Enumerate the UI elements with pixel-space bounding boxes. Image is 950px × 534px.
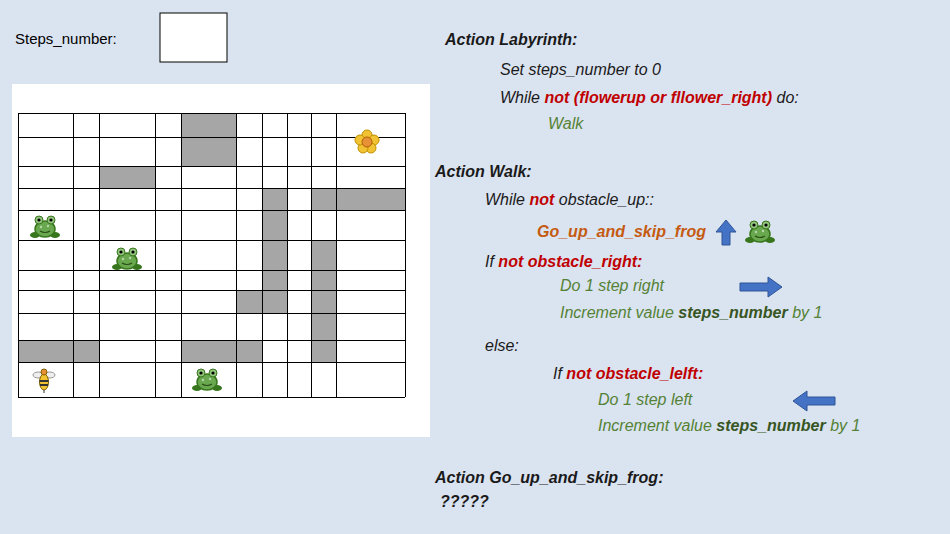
bee-icon [33, 369, 55, 393]
code-text: not (flowerup or fllower_right) [544, 89, 772, 106]
code-text: Increment value [598, 417, 712, 434]
code-line: Increment valuesteps_number by 1 [560, 303, 822, 323]
frog-icon [192, 369, 222, 391]
code-line: Ifnot obstacle_right: [485, 252, 642, 272]
code-line: Walk [548, 114, 583, 134]
code-line: Action Walk: [435, 162, 532, 182]
code-text: Set steps_number to 0 [500, 61, 661, 78]
code-text: While [485, 191, 525, 208]
code-line: Action Labyrinth: [445, 30, 577, 50]
obstacles [18, 113, 405, 362]
code-text: obstacle_up:: [559, 191, 654, 208]
code-text: by 1 [830, 417, 860, 434]
code-text: ????? [440, 493, 489, 510]
code-text: by 1 [792, 304, 822, 321]
code-text: else: [485, 337, 519, 354]
code-text: not [529, 191, 554, 208]
code-text: Action Go_up_and_skip_frog: [435, 469, 663, 486]
code-line: ????? [440, 492, 489, 512]
steps-box [160, 13, 227, 62]
code-text: If [553, 365, 562, 382]
flower-icon [355, 130, 379, 153]
code-text: Do 1 step left [598, 391, 692, 408]
code-text: If [485, 253, 494, 270]
code-text: not obstacle_right: [498, 253, 642, 270]
code-line: Set steps_number to 0 [500, 60, 661, 80]
code-line: Whilenot obstacle_up:: [485, 190, 654, 210]
code-text: steps_number [716, 417, 825, 434]
code-text: Action Walk: [435, 163, 532, 180]
code-text: do: [777, 89, 799, 106]
maze-grid [18, 113, 406, 398]
up-arrow-frog [716, 220, 775, 245]
code-line: Go_up_and_skip_frog [537, 222, 706, 242]
code-text: not obstacle_lelft: [566, 365, 703, 382]
code-text: steps_number [678, 304, 787, 321]
code-text: Walk [548, 115, 583, 132]
right-arrow [740, 277, 782, 297]
code-line: Do 1 step right [560, 276, 664, 296]
left-arrow [793, 391, 835, 411]
code-line: Do 1 step left [598, 390, 692, 410]
code-text: Steps_number: [15, 30, 117, 47]
code-line: Ifnot obstacle_lelft: [553, 364, 703, 384]
maze-panel [12, 84, 430, 437]
frog-icon [30, 216, 60, 238]
code-text: Go_up_and_skip_frog [537, 223, 706, 240]
code-text: Increment value [560, 304, 674, 321]
code-text: While [500, 89, 540, 106]
frog-icon [112, 248, 142, 270]
code-text: Do 1 step right [560, 277, 664, 294]
code-line: Action Go_up_and_skip_frog: [435, 468, 663, 488]
code-text: Action Labyrinth: [445, 31, 577, 48]
code-line: else: [485, 336, 519, 356]
code-line: Increment valuesteps_number by 1 [598, 416, 860, 436]
code-line: Whilenot (flowerup or fllower_right) do: [500, 88, 799, 108]
code-line: Steps_number: [15, 29, 117, 49]
